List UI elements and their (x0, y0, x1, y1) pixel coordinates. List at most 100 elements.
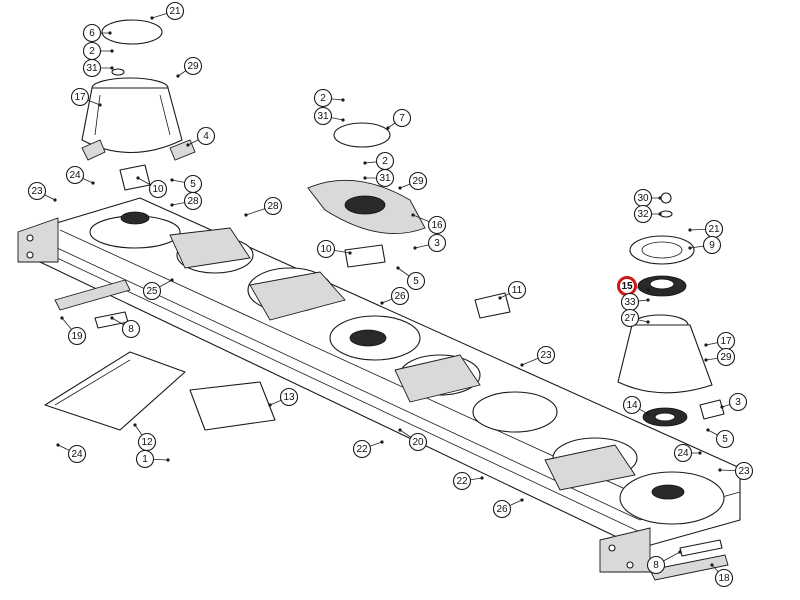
callout-number: 31 (317, 111, 329, 122)
callout-c11: 11 (507, 280, 527, 300)
callout-number: 5 (413, 276, 419, 287)
leader-dot-c33 (646, 298, 650, 302)
callout-c5b: 5 (406, 271, 426, 291)
callout-number: 29 (187, 61, 199, 72)
callout-c4: 4 (196, 126, 216, 146)
callout-circle (507, 280, 527, 300)
callout-c26a: 26 (390, 286, 410, 306)
callout-c10b: 10 (316, 239, 336, 259)
leader-dot-c16 (411, 213, 415, 217)
leader-dot-c23a (53, 198, 57, 202)
callout-circle (620, 308, 640, 328)
callout-number: 17 (74, 92, 86, 103)
callout-c7: 7 (392, 108, 412, 128)
callout-circle (196, 126, 216, 146)
leader-dot-c21a (150, 16, 154, 20)
callout-c27: 27 (620, 308, 640, 328)
leader-dot-c22b (480, 476, 484, 480)
leader-dot-c2c (363, 161, 367, 165)
callout-c12: 12 (137, 432, 157, 452)
callout-c28a: 28 (183, 191, 203, 211)
callout-number: 8 (653, 560, 659, 571)
callout-number: 7 (399, 113, 405, 124)
callout-number: 20 (412, 437, 424, 448)
callout-c31c: 31 (375, 168, 395, 188)
callout-c2b: 2 (313, 88, 333, 108)
callout-circle (313, 88, 333, 108)
leader-dot-c2a (110, 49, 114, 53)
callout-circle (536, 345, 556, 365)
leader-dot-c22a (380, 440, 384, 444)
callout-circle (702, 235, 722, 255)
callout-number: 1 (142, 454, 148, 465)
callout-circle (728, 392, 748, 412)
callout-number: 5 (722, 434, 728, 445)
callout-c29a: 29 (183, 56, 203, 76)
callout-circle (313, 106, 333, 126)
callout-number: 9 (709, 240, 715, 251)
callout-c19: 19 (67, 326, 87, 346)
callout-c22b: 22 (452, 471, 472, 491)
callout-c24a: 24 (65, 165, 85, 185)
callout-c26b: 26 (492, 499, 512, 519)
leader-dot-c24b (698, 451, 702, 455)
callout-number: 28 (267, 201, 279, 212)
callout-circle (715, 429, 735, 449)
callout-circle (165, 1, 185, 21)
callout-circle (183, 56, 203, 76)
callout-circle (263, 196, 283, 216)
leader-dot-c8b (678, 550, 682, 554)
callout-c33: 33 (620, 292, 640, 312)
callout-number: 24 (69, 170, 81, 181)
leader-dot-c31c (363, 176, 367, 180)
cutter-discs (89, 211, 725, 525)
callout-c25: 25 (142, 281, 162, 301)
callout-c21a: 21 (165, 1, 185, 21)
callout-number: 17 (720, 336, 732, 347)
callout-c23a: 23 (27, 181, 47, 201)
callout-number: 23 (738, 466, 750, 477)
callout-c6: 6 (82, 23, 102, 43)
callout-c31b: 31 (313, 106, 333, 126)
callout-circle (70, 87, 90, 107)
leader-dot-c6 (108, 31, 112, 35)
callout-number: 2 (320, 93, 326, 104)
callout-circle (135, 449, 155, 469)
callout-circle (714, 568, 734, 588)
leader-dot-c25 (170, 278, 174, 282)
callout-c3b: 3 (728, 392, 748, 412)
callout-circle (673, 443, 693, 463)
callout-c1: 1 (135, 449, 155, 469)
leader-dot-c26a (380, 301, 384, 305)
leader-dot-c11 (498, 296, 502, 300)
callout-circle (67, 444, 87, 464)
callout-c10a: 10 (148, 179, 168, 199)
callout-c16: 16 (427, 215, 447, 235)
right-hub-stack (617, 192, 725, 427)
callout-c24c: 24 (67, 444, 87, 464)
callout-c21b: 21 (704, 219, 724, 239)
leader-dot-c26b (520, 498, 524, 502)
leader-dot-c29c (704, 358, 708, 362)
callout-circle (148, 179, 168, 199)
callout-number: 24 (71, 449, 83, 460)
leader-dot-c2b (341, 98, 345, 102)
callout-number: 5 (190, 179, 196, 190)
callout-circle (279, 387, 299, 407)
callout-number: 13 (283, 392, 295, 403)
callout-circle (82, 23, 102, 43)
leader-dot-c31a (110, 66, 114, 70)
leader-dot-c5a (170, 178, 174, 182)
leader-dot-c9 (688, 246, 692, 250)
callout-c2c: 2 (375, 151, 395, 171)
callout-number: 19 (71, 331, 83, 342)
leader-dot-c31b (341, 118, 345, 122)
leader-dot-c3b (720, 405, 724, 409)
callout-number: 26 (394, 291, 406, 302)
leader-dot-c12 (133, 423, 137, 427)
callout-number: 21 (708, 224, 720, 235)
callout-circle (316, 239, 336, 259)
